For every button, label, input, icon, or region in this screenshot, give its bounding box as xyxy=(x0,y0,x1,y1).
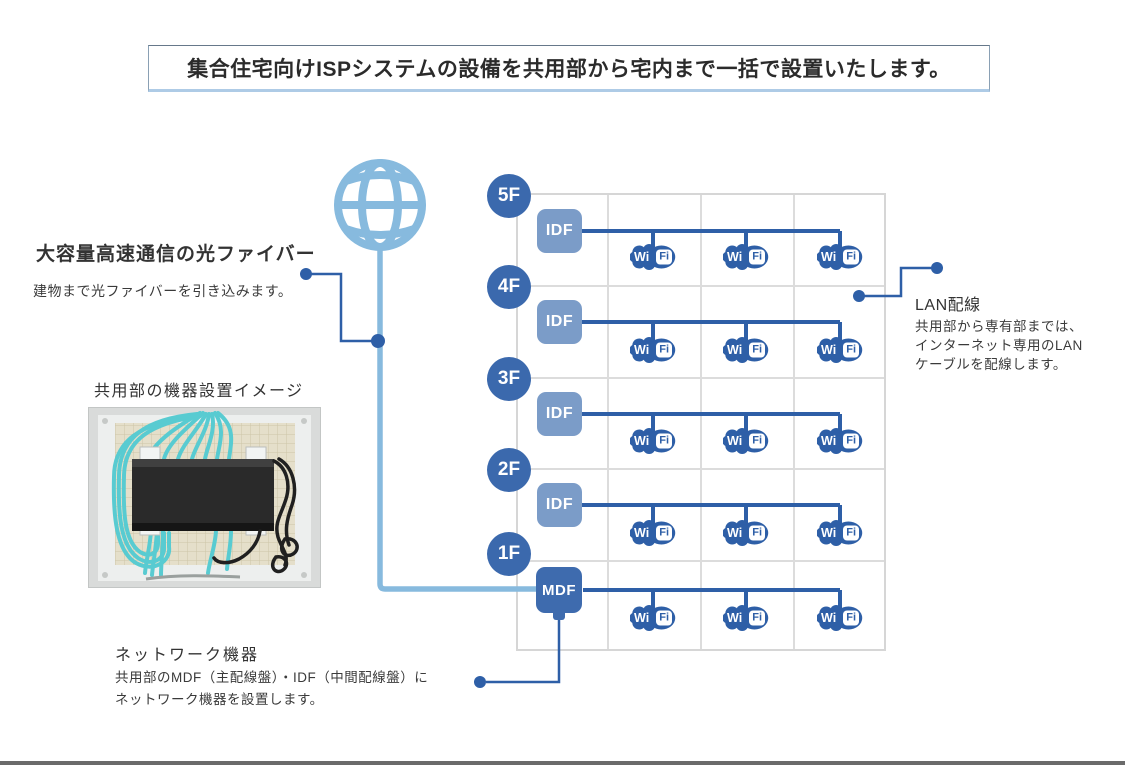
wifi-icon: Wi Fi xyxy=(723,335,769,365)
wifi-wi-label: Wi xyxy=(821,250,837,264)
wifi-fi-label: Fi xyxy=(656,610,672,626)
grid-line-horizontal xyxy=(518,377,884,379)
wifi-icon: Wi Fi xyxy=(630,518,676,548)
wifi-icon: Wi Fi xyxy=(817,426,863,456)
network-note-line: ネットワーク機器を設置します。 xyxy=(115,692,324,707)
wifi-fi-label: Fi xyxy=(843,249,859,265)
wifi-wi-label: Wi xyxy=(634,343,650,357)
wifi-icon: Wi Fi xyxy=(817,603,863,633)
wifi-icon: Wi Fi xyxy=(630,603,676,633)
grid-line-horizontal xyxy=(518,560,884,562)
wifi-wi-label: Wi xyxy=(727,526,743,540)
wifi-wi-label: Wi xyxy=(821,611,837,625)
wifi-wi-label: Wi xyxy=(821,526,837,540)
wifi-fi-label: Fi xyxy=(656,525,672,541)
lan-note-line: ケーブルを配線します。 xyxy=(915,357,1067,372)
title-banner: 集合住宅向けISPシステムの設備を共用部から宅内まで一括で設置いたします。 xyxy=(148,45,990,92)
mdf-box-1f: MDF xyxy=(536,567,582,613)
wifi-wi-label: Wi xyxy=(727,343,743,357)
lan-note-body: 共用部から専有部までは、 インターネット専用のLAN ケーブルを配線します。 xyxy=(915,317,1083,374)
floor-badge-4f: 4F xyxy=(487,265,531,309)
wifi-wi-label: Wi xyxy=(727,434,743,448)
facility-photo-image xyxy=(88,407,321,588)
idf-box-2f: IDF xyxy=(537,483,582,527)
grid-line-vertical xyxy=(793,195,795,649)
wifi-fi-label: Fi xyxy=(656,433,672,449)
lan-note-heading: LAN配線 xyxy=(915,297,981,314)
grid-line-horizontal xyxy=(518,285,884,287)
network-note-body: 共用部のMDF（主配線盤）・IDF（中間配線盤）に ネットワーク機器を設置します… xyxy=(115,667,428,711)
wifi-fi-label: Fi xyxy=(656,249,672,265)
grid-line-horizontal xyxy=(518,468,884,470)
wifi-wi-label: Wi xyxy=(634,250,650,264)
page-title: 集合住宅向けISPシステムの設備を共用部から宅内まで一括で設置いたします。 xyxy=(187,57,951,81)
wifi-icon: Wi Fi xyxy=(723,603,769,633)
wifi-icon: Wi Fi xyxy=(630,426,676,456)
bottom-divider-bar xyxy=(0,761,1125,765)
connector-dot xyxy=(371,334,385,348)
wifi-fi-label: Fi xyxy=(749,610,765,626)
wifi-icon: Wi Fi xyxy=(630,335,676,365)
facility-photo-heading: 共用部の機器設置イメージ xyxy=(94,383,304,400)
idf-box-4f: IDF xyxy=(537,300,582,344)
wifi-wi-label: Wi xyxy=(634,611,650,625)
wifi-fi-label: Fi xyxy=(843,525,859,541)
wifi-fi-label: Fi xyxy=(656,342,672,358)
fiber-note-body: 建物まで光ファイバーを引き込みます。 xyxy=(33,283,293,299)
grid-line-vertical xyxy=(607,195,609,649)
idf-box-5f: IDF xyxy=(537,209,582,253)
floor-badge-3f: 3F xyxy=(487,357,531,401)
wifi-icon: Wi Fi xyxy=(817,242,863,272)
idf-box-3f: IDF xyxy=(537,392,582,436)
connector-dot xyxy=(474,676,486,688)
floor-badge-2f: 2F xyxy=(487,448,531,492)
wifi-fi-label: Fi xyxy=(749,342,765,358)
wifi-wi-label: Wi xyxy=(727,611,743,625)
wifi-fi-label: Fi xyxy=(749,525,765,541)
wifi-icon: Wi Fi xyxy=(817,518,863,548)
wifi-icon: Wi Fi xyxy=(723,518,769,548)
floor-badge-1f: 1F xyxy=(487,532,531,576)
wifi-fi-label: Fi xyxy=(749,433,765,449)
wifi-icon: Wi Fi xyxy=(817,335,863,365)
lan-note-line: インターネット専用のLAN xyxy=(915,338,1083,353)
wifi-fi-label: Fi xyxy=(843,433,859,449)
wifi-icon: Wi Fi xyxy=(723,426,769,456)
globe-icon xyxy=(334,159,426,251)
wifi-wi-label: Wi xyxy=(634,526,650,540)
wifi-fi-label: Fi xyxy=(843,342,859,358)
wifi-wi-label: Wi xyxy=(821,343,837,357)
network-note-heading: ネットワーク機器 xyxy=(115,647,260,664)
wifi-icon: Wi Fi xyxy=(630,242,676,272)
network-note-line: 共用部のMDF（主配線盤）・IDF（中間配線盤）に xyxy=(115,670,429,685)
floor-badge-5f: 5F xyxy=(487,174,531,218)
wifi-wi-label: Wi xyxy=(727,250,743,264)
connector-dot xyxy=(300,268,312,280)
lan-note-line: 共用部から専有部までは、 xyxy=(915,319,1083,334)
wifi-wi-label: Wi xyxy=(634,434,650,448)
wifi-wi-label: Wi xyxy=(821,434,837,448)
fiber-note-heading: 大容量高速通信の光ファイバー xyxy=(36,244,316,265)
connector-dot xyxy=(931,262,943,274)
wifi-icon: Wi Fi xyxy=(723,242,769,272)
wifi-fi-label: Fi xyxy=(749,249,765,265)
grid-line-vertical xyxy=(700,195,702,649)
wifi-fi-label: Fi xyxy=(843,610,859,626)
